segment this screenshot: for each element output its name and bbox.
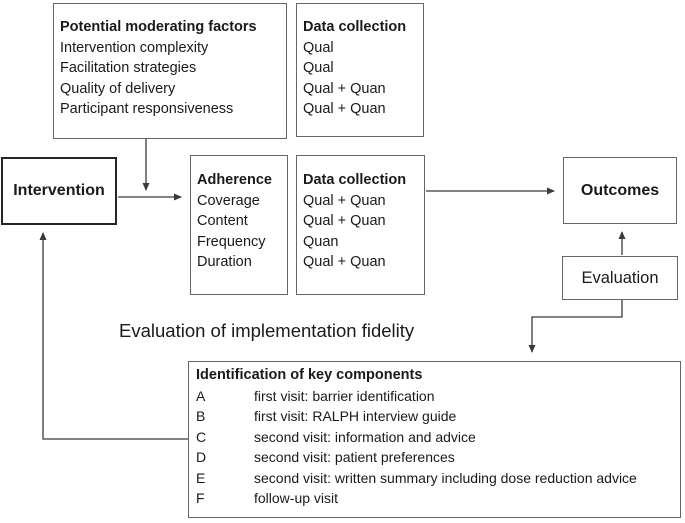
component-key: F: [196, 490, 205, 506]
component-row: A first visit: barrier identification: [196, 386, 674, 407]
list-item: Quan: [303, 233, 339, 250]
component-row: C second visit: information and advice: [196, 427, 674, 448]
list-item: Frequency: [197, 233, 266, 250]
component-key: C: [196, 428, 207, 445]
evaluation-box: Evaluation: [562, 256, 678, 300]
component-row: F follow-up visit: [196, 488, 674, 509]
list-item: Intervention complexity: [60, 39, 209, 56]
box-title: Adherence: [197, 172, 272, 188]
component-row: B first visit: RALPH interview guide: [196, 406, 674, 427]
list-item: Qual + Quan: [303, 213, 386, 229]
component-key: D: [196, 449, 207, 465]
box-title: Data collection: [303, 172, 407, 188]
box-title: Potential moderating factors: [60, 19, 257, 35]
outcomes-box: Outcomes: [563, 157, 677, 224]
component-desc: second visit: information and advice: [254, 428, 476, 445]
caption-evaluation-fidelity: Evaluation of implementation fidelity: [119, 320, 415, 341]
component-desc: first visit: barrier identification: [254, 387, 435, 404]
component-key: E: [196, 469, 206, 486]
identification-box: Identification of key components A first…: [188, 361, 681, 518]
box-title: Identification of key components: [196, 367, 423, 383]
list-item: Qual + Quan: [303, 192, 386, 209]
list-item: Participant responsiveness: [60, 101, 234, 117]
arrow-evaluation-to-identification: [528, 300, 623, 353]
intervention-box: Intervention: [1, 157, 117, 225]
box-label: Outcomes: [580, 181, 660, 199]
list-item: Qual + Quan: [303, 101, 386, 117]
component-row: D second visit: patient preferences: [196, 447, 674, 468]
list-item: Qual + Quan: [303, 80, 386, 97]
adherence-box: Adherence Coverage Content Frequency Dur…: [190, 155, 288, 295]
component-row: E second visit: written summary includin…: [196, 468, 674, 489]
list-item: Qual: [303, 39, 334, 56]
component-key: A: [196, 387, 206, 404]
component-key: B: [196, 408, 206, 424]
list-item: Content: [197, 213, 248, 229]
list-item: Facilitation strategies: [60, 60, 197, 76]
moderating-factors-box: Potential moderating factors Interventio…: [53, 3, 287, 139]
box-label: Intervention: [13, 182, 105, 199]
list-item: Quality of delivery: [60, 80, 176, 97]
component-desc: follow-up visit: [254, 490, 339, 506]
data-collection-mid-box: Data collection Qual + Quan Qual + Quan …: [296, 155, 425, 295]
component-desc: second visit: patient preferences: [254, 449, 455, 465]
list-item: Duration: [197, 254, 252, 270]
component-desc: second visit: written summary including …: [254, 469, 637, 486]
list-item: Qual: [303, 60, 334, 76]
data-collection-top-box: Data collection Qual Qual Qual + Quan Qu…: [296, 3, 424, 137]
list-item: Coverage: [197, 192, 260, 209]
box-label: Evaluation: [581, 268, 659, 287]
component-desc: first visit: RALPH interview guide: [254, 408, 457, 424]
box-title: Data collection: [303, 19, 407, 35]
list-item: Qual + Quan: [303, 254, 386, 270]
